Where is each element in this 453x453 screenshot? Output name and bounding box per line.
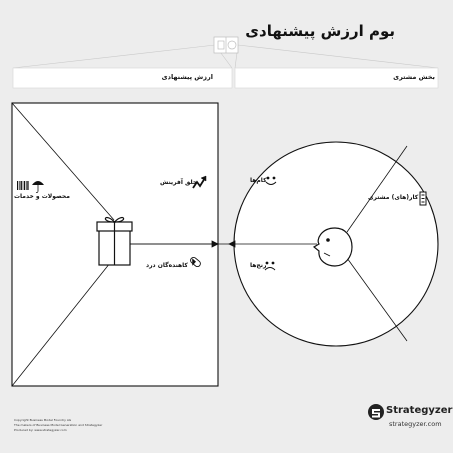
brand-name: Strategyzer [386, 405, 453, 416]
smile-icon [265, 176, 277, 185]
page-title: بوم ارزش پیشنهادی [245, 22, 395, 40]
barcode-umbrella-icon [17, 181, 44, 193]
pain-relievers-label: کاهنده‌گان درد [146, 262, 188, 269]
customer-profile-header-bar [234, 67, 439, 89]
gain-creators-label: خلق آفرینش [160, 179, 198, 186]
frown-icon [264, 261, 276, 271]
gains-label: کام‌ها [250, 177, 267, 184]
footer-copyright: Copyright Business Model Foundry AG [14, 418, 72, 422]
strategyzer-logo-icon [368, 404, 384, 420]
face-icon [312, 227, 353, 267]
checklist-icon [419, 191, 427, 206]
growth-arrow-icon [192, 175, 207, 189]
footer-makers: The makers of Business Model Generation … [14, 423, 103, 427]
brand-url[interactable]: strategyzer.com [389, 420, 442, 428]
value-map-header: ارزش پیشنهادی [161, 73, 213, 81]
value-map-header-bar [12, 67, 233, 89]
products-label: محصولات و خدمات [14, 193, 70, 200]
footer-produced-by: Produced by: www.strategyzer.com [14, 428, 67, 432]
mini-canvas-icon [213, 36, 239, 54]
pill-icon [190, 256, 201, 268]
pains-label: رنج‌ها [250, 262, 267, 269]
fit-connector [130, 240, 317, 248]
customer-profile-header: بخش مشتری [393, 73, 435, 81]
gift-icon [96, 217, 133, 266]
jobs-label: کار(های) مشتری [368, 194, 419, 201]
